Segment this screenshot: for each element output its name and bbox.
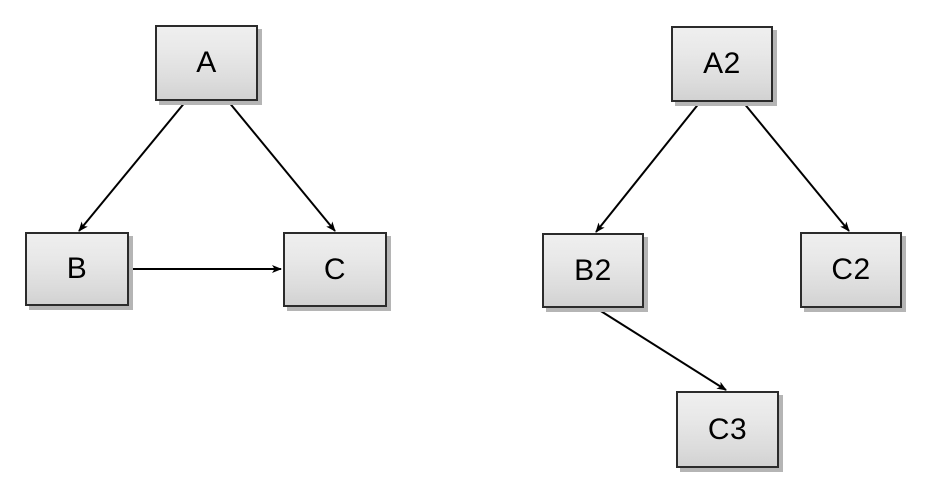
- node-b-label: B: [66, 252, 88, 285]
- node-c[interactable]: C: [283, 232, 387, 307]
- edge-a2-to-c2: [742, 101, 850, 232]
- edge-a-to-b: [78, 100, 187, 232]
- node-c2-label: C2: [831, 253, 871, 286]
- edge-b2-to-c3: [595, 307, 727, 391]
- node-a2[interactable]: A2: [671, 26, 773, 102]
- edge-a-to-c: [227, 100, 336, 232]
- node-a-label: A: [196, 46, 217, 79]
- node-c2[interactable]: C2: [800, 232, 902, 308]
- edge-a2-to-b2: [595, 101, 701, 233]
- node-c3[interactable]: C3: [676, 391, 779, 468]
- node-b2-label: B2: [574, 253, 612, 287]
- node-c3-label: C3: [707, 412, 748, 446]
- node-a[interactable]: A: [155, 25, 258, 101]
- node-c-label: C: [323, 252, 347, 286]
- node-a2-label: A2: [703, 47, 741, 80]
- node-b2[interactable]: B2: [542, 233, 644, 308]
- node-b[interactable]: B: [25, 232, 129, 306]
